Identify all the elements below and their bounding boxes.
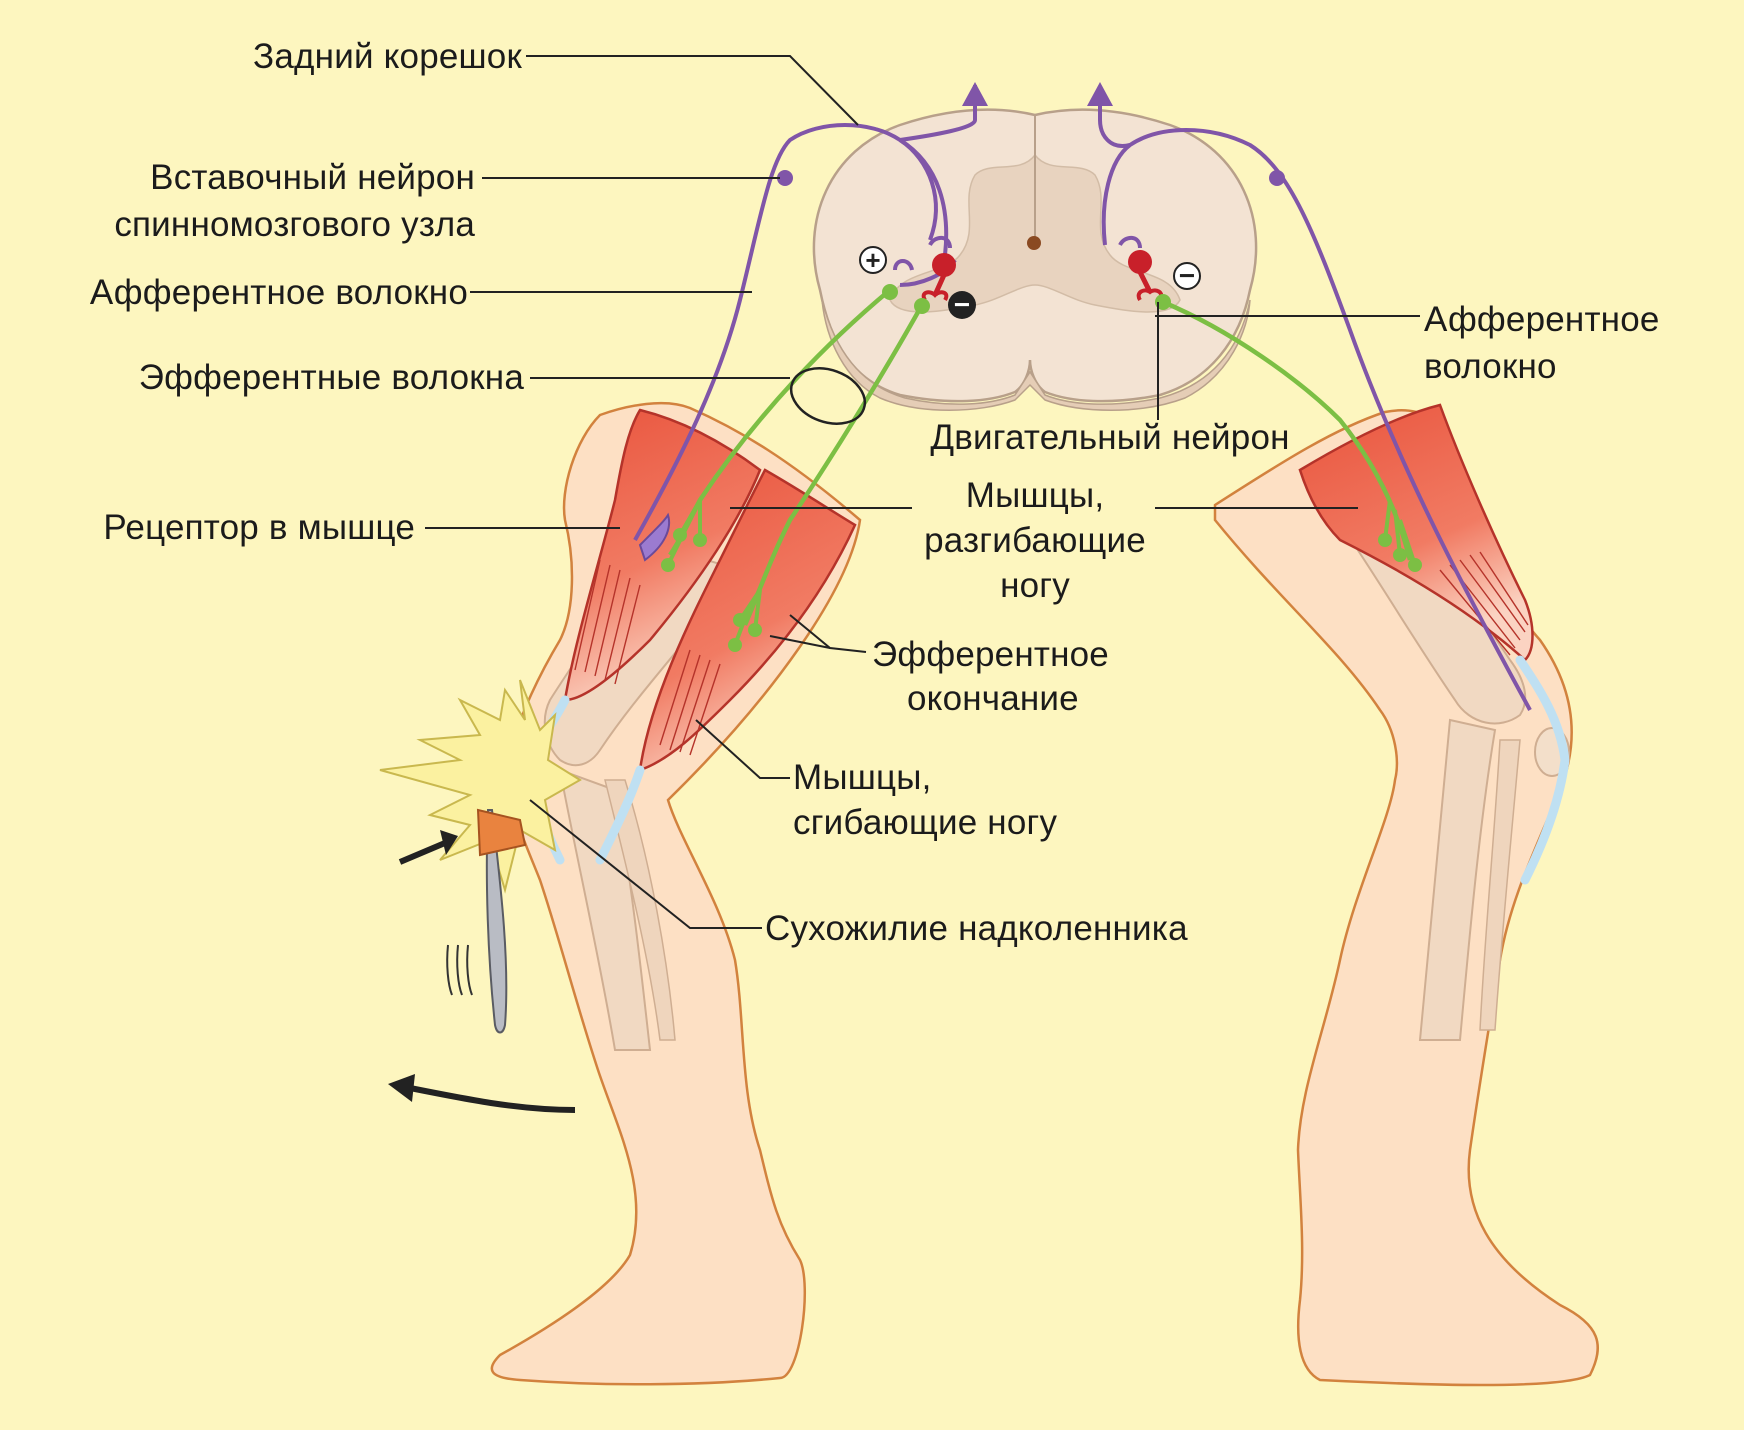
left-afferent-pathway	[633, 85, 977, 541]
right-tibia	[1418, 718, 1497, 1041]
efferent-fibers-ring	[789, 367, 867, 425]
ganglion-neuron-label-line1: Вставочный нейрон	[150, 158, 475, 197]
afferent-fiber-left-label: Афферентное волокно	[89, 273, 468, 312]
excitatory-sign	[859, 246, 887, 274]
extensor-label-line1: Мышцы,	[965, 476, 1105, 515]
efferent-endings	[661, 284, 1422, 652]
left-fibula	[604, 779, 676, 1041]
right-ascending-arrowhead	[1087, 82, 1113, 106]
reflex-hammer	[476, 808, 527, 1034]
inhibitory-sign-right	[1173, 262, 1201, 290]
right-afferent-pathway	[1098, 95, 1532, 711]
motor-neurons	[921, 250, 1164, 302]
extensor-label-line3: ногу	[1000, 566, 1070, 605]
ganglion-neuron-label-line2: спинномозгового узла	[114, 205, 475, 244]
flexor-label-line2: сгибающие ногу	[793, 803, 1058, 842]
afferent-synapses	[893, 235, 1142, 271]
leg-kick-arrow	[409, 1085, 576, 1113]
right-patellar-tendon	[1515, 655, 1570, 885]
receptor-in-muscle-label: Рецептор в мышце	[103, 508, 415, 547]
leg-kick-arrowhead	[388, 1074, 415, 1102]
left-muscle-striations	[574, 559, 721, 756]
hammer-motion-lines	[446, 944, 473, 996]
posterior-root-label: Задний корешок	[253, 37, 522, 76]
leader-lines	[425, 55, 1420, 929]
afferent-fiber-right-label-line2: волокно	[1424, 347, 1557, 386]
motor-neuron-label: Двигательный нейрон	[930, 418, 1290, 457]
spinal-cord-rim	[821, 299, 1251, 411]
extensor-label-line2: разгибающие	[924, 521, 1146, 560]
right-ganglion-neuron-body	[1269, 170, 1285, 186]
left-ganglion-neuron-body	[777, 170, 793, 186]
inhibitory-sign-left	[948, 291, 976, 319]
efferent-ending-label-line2: окончание	[907, 679, 1079, 718]
plus-sign-text: +	[865, 245, 880, 275]
efferent-ending-label-line1: Эфферентное	[872, 635, 1109, 674]
minus-sign-text-left: −	[954, 289, 970, 320]
right-leg	[1213, 403, 1599, 1387]
central-canal	[1027, 236, 1041, 250]
patellar-tendon-label: Сухожилие надколенника	[765, 909, 1188, 948]
hammer-strike-arrowhead	[440, 830, 458, 855]
spinal-cord-section	[812, 108, 1258, 411]
flexor-label-line1: Мышцы,	[793, 758, 932, 797]
left-leg	[379, 401, 862, 1386]
left-ascending-arrowhead	[962, 82, 988, 106]
efferent-fibers-label: Эфферентные волокна	[138, 358, 524, 397]
afferent-fiber-right-label-line1: Афферентное	[1424, 300, 1660, 339]
left-receptor-spindle	[638, 512, 670, 562]
minus-sign-text-right: −	[1179, 260, 1195, 291]
left-flexor-tendon	[595, 765, 645, 865]
right-fibula	[1479, 739, 1521, 1031]
